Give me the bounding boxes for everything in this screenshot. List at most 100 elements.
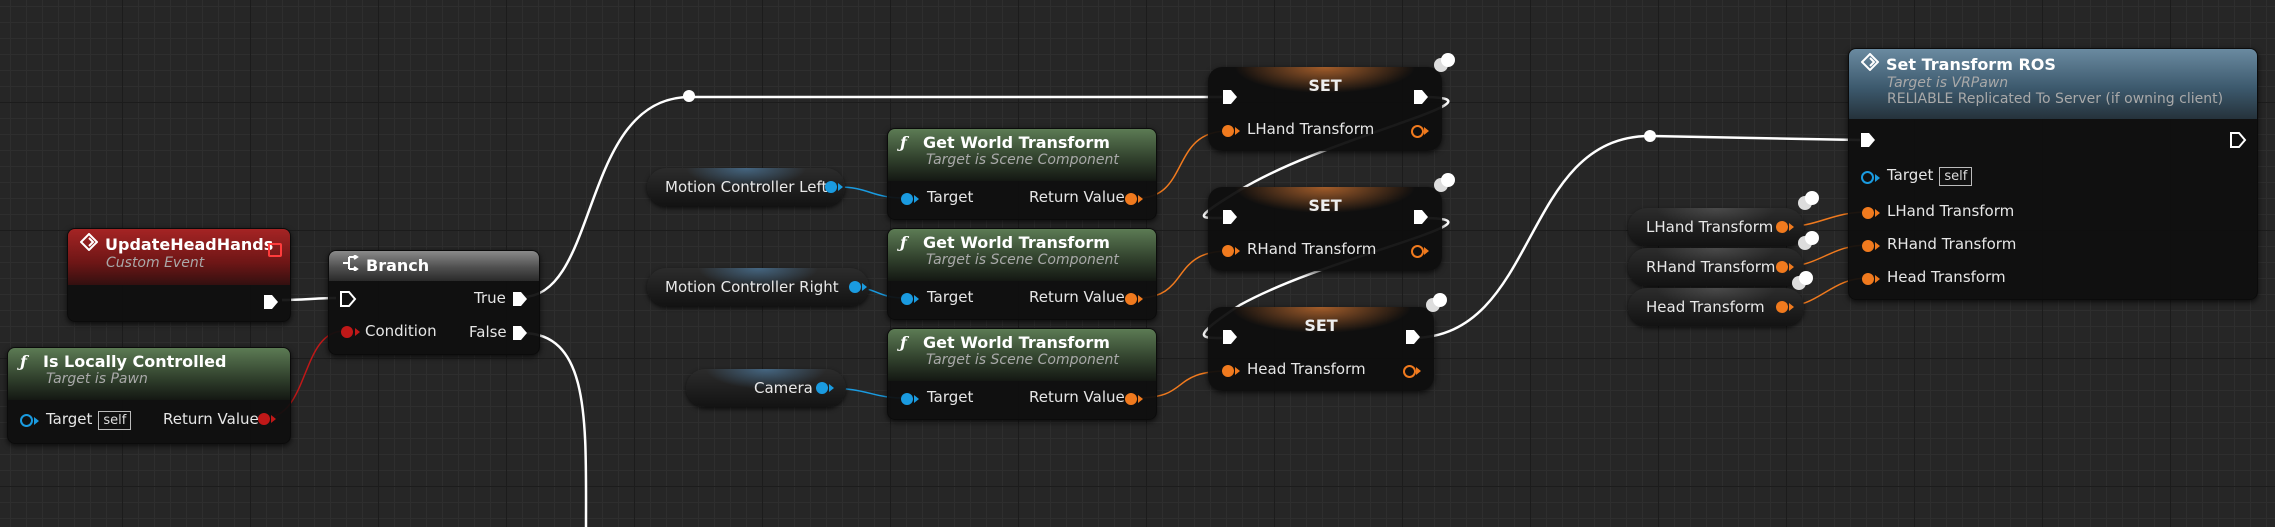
rhand-transform-pin[interactable] (1862, 240, 1874, 252)
exec-wire (1202, 216, 1450, 340)
return-value-label: Return Value (163, 410, 259, 428)
pin-arrow-icon (355, 328, 360, 336)
pin-arrow-icon (1789, 263, 1794, 271)
replicated-event-icon (1860, 52, 1880, 75)
pin-arrow-icon (914, 195, 919, 203)
diamond-event-icon (79, 232, 99, 255)
pin-arrow-icon (914, 395, 919, 403)
branch-icon (341, 254, 359, 275)
update-head-hands-event-node[interactable]: UpdateHeadHands Custom Event (67, 228, 291, 322)
node-title: Branch (366, 255, 430, 275)
output-pin[interactable] (1776, 221, 1788, 233)
value-in-pin[interactable] (1222, 245, 1234, 257)
rhand-transform-getter[interactable]: RHand Transform (1628, 248, 1804, 286)
getter-label: RHand Transform (1646, 258, 1776, 276)
value-out-pin[interactable] (1411, 125, 1424, 138)
node-subtitle: Target is VRPawn (1887, 75, 2009, 91)
exec-wire (521, 331, 588, 527)
pin-arrow-icon (1875, 275, 1880, 283)
get-world-transform-node-2[interactable]: ƒ Get World Transform Target is Scene Com… (887, 228, 1157, 320)
target-pin[interactable] (901, 293, 913, 305)
reroute-node[interactable] (683, 90, 695, 102)
target-label: Target (927, 388, 974, 406)
replicated-variable-icon (1798, 231, 1819, 250)
variable-label: RHand Transform (1247, 240, 1377, 258)
branch-node[interactable]: Branch True Condition False (328, 250, 540, 355)
exec-wire (1411, 134, 1651, 340)
target-pin[interactable] (1861, 171, 1874, 184)
get-world-transform-node-1[interactable]: ƒ Get World Transform Target is Scene Com… (887, 128, 1157, 220)
value-out-pin[interactable] (1411, 245, 1424, 258)
pin-arrow-icon (829, 384, 834, 392)
lhand-transform-getter[interactable]: LHand Transform (1628, 208, 1804, 246)
pin-arrow-icon (862, 283, 867, 291)
pin-arrow-icon (1138, 195, 1143, 203)
set-title: SET (1308, 76, 1342, 95)
set-rhand-transform-node[interactable]: SET RHand Transform (1208, 187, 1442, 271)
lhand-transform-label: LHand Transform (1887, 202, 2015, 220)
value-in-pin[interactable] (1222, 365, 1234, 377)
set-lhand-transform-node[interactable]: SET LHand Transform (1208, 67, 1442, 151)
head-transform-pin[interactable] (1862, 273, 1874, 285)
variable-label: LHand Transform (1247, 120, 1375, 138)
node-subtitle: Target is Scene Component (926, 352, 1119, 368)
head-transform-label: Head Transform (1887, 268, 2006, 286)
function-header: Set Transform ROS Target is VRPawn RELIA… (1849, 49, 2257, 119)
return-value-pin[interactable] (1125, 393, 1137, 405)
condition-pin[interactable] (341, 326, 353, 338)
target-label: Target (927, 288, 974, 306)
set-head-transform-node[interactable]: SET Head Transform (1208, 307, 1434, 391)
output-pin[interactable] (825, 181, 837, 193)
exec-wire (1202, 95, 1450, 220)
node-subtitle: Target is Scene Component (926, 252, 1119, 268)
head-transform-getter[interactable]: Head Transform (1628, 288, 1804, 326)
camera-getter[interactable]: Camera (686, 369, 846, 407)
pin-arrow-icon (1138, 395, 1143, 403)
function-f-icon: ƒ (900, 233, 907, 252)
return-value-pin[interactable] (1125, 293, 1137, 305)
exec-wire (1649, 134, 1861, 142)
pin-arrow-icon (1789, 303, 1794, 311)
value-out-pin[interactable] (1403, 365, 1416, 378)
node-subtitle: Target is Scene Component (926, 152, 1119, 168)
value-in-pin[interactable] (1222, 125, 1234, 137)
pin-arrow-icon (1416, 367, 1421, 375)
node-subtitle-replication: RELIABLE Replicated To Server (if owning… (1887, 91, 2224, 107)
target-pin[interactable] (20, 414, 33, 427)
pin-arrow-icon (1875, 242, 1880, 250)
set-title: SET (1304, 316, 1338, 335)
delegate-pin-icon[interactable] (268, 243, 282, 257)
node-title: Get World Transform (923, 133, 1110, 152)
motion-controller-right-getter[interactable]: Motion Controller Right (647, 268, 869, 306)
output-pin[interactable] (849, 281, 861, 293)
self-default-box[interactable]: self (1939, 167, 1973, 186)
node-title: Is Locally Controlled (43, 352, 227, 371)
branch-false-label: False (469, 323, 507, 341)
target-pin[interactable] (901, 393, 913, 405)
pin-arrow-icon (1875, 209, 1880, 217)
output-pin[interactable] (816, 382, 828, 394)
target-pin[interactable] (901, 193, 913, 205)
target-label: Target (927, 188, 974, 206)
node-title: Set Transform ROS (1886, 54, 2056, 74)
function-f-icon: ƒ (900, 133, 907, 152)
output-pin[interactable] (1776, 261, 1788, 273)
output-pin[interactable] (1776, 301, 1788, 313)
replicated-variable-icon (1426, 293, 1447, 312)
node-title: Get World Transform (923, 233, 1110, 252)
pin-arrow-icon (1424, 127, 1429, 135)
node-title: UpdateHeadHands (105, 234, 274, 254)
set-transform-ros-node[interactable]: Set Transform ROS Target is VRPawn RELIA… (1848, 48, 2258, 300)
is-locally-controlled-node[interactable]: ƒ Is Locally Controlled Target is Pawn T… (7, 347, 291, 444)
return-value-pin[interactable] (258, 413, 270, 425)
node-title: Get World Transform (923, 333, 1110, 352)
return-value-pin[interactable] (1125, 193, 1137, 205)
replicated-variable-icon (1792, 271, 1813, 290)
getter-label: Motion Controller Right (665, 278, 839, 296)
self-default-box[interactable]: self (98, 411, 132, 430)
function-header: ƒ Is Locally Controlled Target is Pawn (8, 348, 290, 400)
reroute-node[interactable] (1644, 130, 1656, 142)
motion-controller-left-getter[interactable]: Motion Controller Left (647, 168, 845, 206)
lhand-transform-pin[interactable] (1862, 207, 1874, 219)
